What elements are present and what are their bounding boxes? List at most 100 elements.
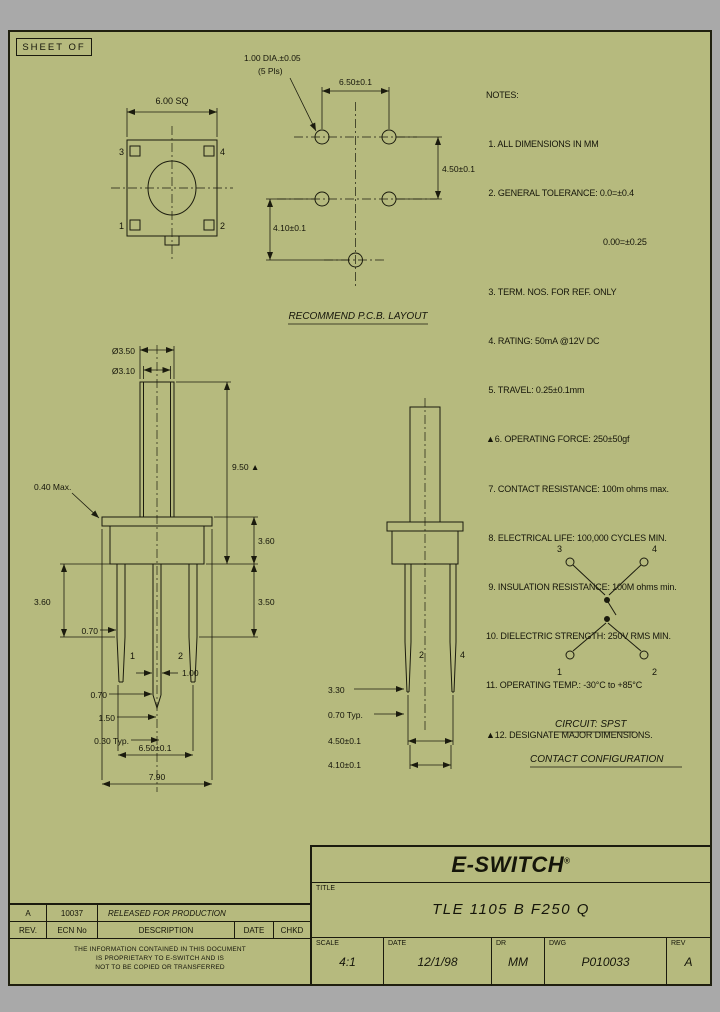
date-label: DATE (388, 940, 407, 947)
pcb-caption: RECOMMEND P.C.B. LAYOUT (288, 311, 428, 322)
sheet-of-box: SHEET OF (16, 38, 92, 56)
front-legs (116, 564, 198, 710)
pin-2-label: 2 (220, 221, 225, 231)
dim-typ: 0.30 Typ. (94, 736, 129, 746)
side-leg-span2-dim (409, 745, 452, 769)
rev-value: A (10, 905, 47, 921)
dim-plunger-id: Ø3.10 (112, 366, 135, 376)
ecn-value: 10037 (47, 905, 98, 921)
revision-label: REV (671, 940, 686, 947)
flange-leader (71, 492, 100, 519)
registered-mark: ® (564, 856, 571, 866)
dim-body-square: 6.00 SQ (155, 96, 188, 106)
side-view-drawing: 2 4 3.30 0.70 Typ. 4.50±0.1 4.10±0.1 (328, 398, 465, 770)
note-line-8: 8. ELECTRICAL LIFE: 100,000 CYCLES MIN. (486, 532, 667, 543)
dim-tip: 1.50 (98, 713, 115, 723)
notes-block: NOTES: 1. ALL DIMENSIONS IN MM 2. GENERA… (486, 54, 718, 776)
scale-value: 4:1 (339, 955, 356, 969)
drawing-sheet: SHEET OF 6.00 SQ 3 4 1 2 (8, 30, 712, 986)
pin-4-label: 4 (220, 147, 225, 157)
note-line-9: 9. INSULATION RESISTANCE: 100M ohms min. (486, 582, 677, 592)
col-chkd: CHKD (280, 925, 304, 935)
drawn-by-label: DR (496, 940, 507, 947)
date-cell: DATE 12/1/98 (384, 938, 492, 986)
drawing-number-cell: DWG P010033 (545, 938, 667, 986)
side-switch-outline (386, 406, 464, 693)
notes-title: NOTES: (486, 89, 519, 100)
dim-hole-diameter: 1.00 DIA.±0.05 (244, 53, 301, 63)
dim-leg-span: 6.50±0.1 (138, 743, 171, 753)
col-ecn: ECN No (47, 922, 98, 938)
front-leg-span-dim (117, 685, 194, 758)
dim-post-width: 1.00 (182, 668, 199, 678)
dim-side-2: 0.70 Typ. (328, 710, 363, 720)
contact-config-label: CONTACT CONFIGURATION (530, 754, 664, 765)
proprietary-notice: THE INFORMATION CONTAINED IN THIS DOCUME… (10, 939, 310, 972)
proprietary-line-1: THE INFORMATION CONTAINED IN THIS DOCUME… (74, 946, 246, 953)
front-leg-length-right-dim (199, 564, 258, 638)
e-switch-logo: E-SWITCH® (451, 852, 570, 878)
drawn-by-value: MM (508, 955, 528, 969)
pcb-width-dimension (321, 87, 390, 129)
drawing-number-label: DWG (549, 940, 567, 947)
front-overall-width-dim (101, 529, 213, 787)
dim-leg-length-left: 3.60 (34, 597, 51, 607)
dim-overall-height: 9.50 ▲ (232, 462, 259, 472)
note-line-12: ▲12. DESIGNATE MAJOR DIMENSIONS. (486, 729, 653, 740)
dim-overall-width: 7.90 (149, 772, 166, 782)
title-cell: TITLE TLE 1105 B F250 Q (312, 883, 710, 938)
revision-cell: REV A (667, 938, 710, 986)
date-value: 12/1/98 (417, 955, 458, 969)
dim-hole-spacing-h: 6.50±0.1 (339, 77, 372, 87)
dim-hole-places: (5 Pls) (258, 66, 283, 76)
drawing-number-value: P010033 (581, 955, 630, 969)
note-line-7: 7. CONTACT RESISTANCE: 100m ohms max. (486, 483, 669, 494)
revision-block: A 10037 RELEASED FOR PRODUCTION REV. ECN… (10, 903, 310, 984)
note-line-4: 4. RATING: 50mA @12V DC (486, 335, 600, 346)
dim-side-4: 4.10±0.1 (328, 760, 361, 770)
circuit-pin-1-label: 1 (557, 667, 562, 677)
note-line-2: 2. GENERAL TOLERANCE: 0.0=±0.4 (486, 188, 634, 199)
title-block-bottom-row: SCALE 4:1 DATE 12/1/98 DR MM DWG P010033… (312, 938, 710, 986)
col-rev: REV. (10, 922, 47, 938)
revision-header-row: REV. ECN No DESCRIPTION DATE CHKD (10, 922, 310, 939)
circuit-diagram: 3 4 1 2 CIRCUIT: SPST CONTACT CONFIGURAT… (530, 544, 682, 768)
scale-cell: SCALE 4:1 (312, 938, 384, 986)
circuit-pin-3-label: 3 (557, 544, 562, 554)
release-description: RELEASED FOR PRODUCTION (108, 908, 226, 918)
front-height-dim (176, 381, 258, 565)
note-line-5: 5. TRAVEL: 0.25±0.1mm (486, 385, 585, 396)
side-leg-span-dim (407, 695, 454, 745)
note-line-11: 11. OPERATING TEMP.: -30°C to +85°C (486, 680, 643, 691)
dim-leg-length-right: 3.50 (258, 597, 275, 607)
hole-dia-leader (289, 77, 317, 132)
note-line-10: 10. DIELECTRIC STRENGTH: 250V RMS MIN. (486, 631, 671, 642)
pcb-right-dimension (396, 136, 442, 200)
title-block: E-SWITCH® TITLE TLE 1105 B F250 Q SCALE … (310, 845, 710, 986)
pcb-layout-drawing: 6.50±0.1 1.00 DIA.±0.05 (5 Pls) 4.50±0.1… (244, 53, 475, 325)
circuit-pin-4-label: 4 (652, 544, 657, 554)
note-line-2b: 0.00=±0.25 (603, 237, 647, 248)
dim-side-1: 3.30 (328, 685, 345, 695)
dim-side-3: 4.50±0.1 (328, 736, 361, 746)
dim-body-height: 3.60 (258, 536, 275, 546)
dim-leg-width: 0.70 (81, 626, 98, 636)
logo-cell: E-SWITCH® (312, 847, 710, 883)
brand-text: E-SWITCH (451, 851, 565, 877)
front-pin-2-label: 2 (178, 651, 183, 661)
front-view-drawing: Ø3.50 Ø3.10 0.40 Max. 1 2 (34, 345, 275, 792)
front-body-height-dim (214, 516, 258, 564)
front-switch-outline (101, 381, 213, 565)
switch-body-outline (126, 139, 218, 246)
front-pin-1-label: 1 (130, 651, 135, 661)
scale-label: SCALE (316, 940, 339, 947)
drawing-title: TLE 1105 B F250 Q (432, 901, 590, 918)
pcb-centerlines (277, 102, 437, 287)
dim-hole-spacing-v1: 4.50±0.1 (442, 164, 475, 174)
dim-plunger-od: Ø3.50 (112, 346, 135, 356)
pcb-left-dimension (266, 198, 349, 261)
sheet-of-label: SHEET OF (22, 41, 86, 53)
note-line-1: 1. ALL DIMENSIONS IN MM (486, 139, 599, 150)
col-description: DESCRIPTION (98, 922, 235, 938)
